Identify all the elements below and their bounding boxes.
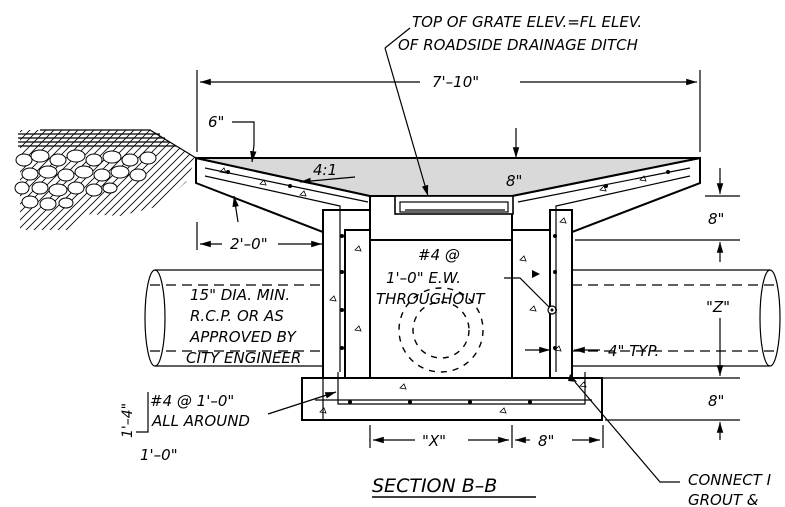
rebar-note-3: THROUGHOUT xyxy=(376,290,486,308)
one-four-label: 1'–4" xyxy=(120,403,136,438)
pipe xyxy=(144,269,781,373)
rebar-note-2: 1'–0" E.W. xyxy=(386,269,461,287)
soil-embankment xyxy=(14,129,197,230)
two-ft-label: 2'–0" xyxy=(230,235,268,253)
rebar xyxy=(204,167,691,405)
section-title: SECTION B–B xyxy=(372,475,497,497)
grate xyxy=(394,195,514,215)
six-inch-leader xyxy=(232,121,257,223)
pipe-note-3: APPROVED BY xyxy=(189,328,298,346)
connect-note-1: CONNECT I xyxy=(688,471,772,489)
four-typ-label: 4" TYP. xyxy=(608,342,659,360)
top-of-grate-label-2: OF ROADSIDE DRAINAGE DITCH xyxy=(398,36,638,54)
base-slab xyxy=(301,377,603,421)
top-thickness-label: 8" xyxy=(506,172,522,190)
slope-label: 4:1 xyxy=(313,161,337,179)
x-label: "X" xyxy=(422,432,446,450)
one-zero-label: 1'–0" xyxy=(140,446,178,464)
rebar-around-1: #4 @ 1'–0" xyxy=(150,392,234,410)
connect-note-2: GROUT & xyxy=(688,491,759,507)
bottom-8-label: 8" xyxy=(538,432,554,450)
pipe-note-2: R.C.P. OR AS xyxy=(190,307,284,325)
dim-right-vertical xyxy=(575,168,740,440)
top-of-grate-label-1: TOP OF GRATE ELEV.=FL ELEV. xyxy=(412,13,642,31)
z-label: "Z" xyxy=(706,298,730,316)
six-inch-label: 6" xyxy=(208,113,224,131)
pipe-note-1: 15" DIA. MIN. xyxy=(190,286,290,304)
pipe-note-4: CITY ENGINEER xyxy=(186,349,301,367)
dim-overall xyxy=(196,70,701,152)
right-top-8-label: 8" xyxy=(708,210,724,228)
rebar-note-1: #4 @ xyxy=(418,246,460,264)
grate-leader xyxy=(384,27,429,197)
inlet-chamber xyxy=(369,239,513,379)
rebar-around-2: ALL AROUND xyxy=(151,412,250,430)
right-bottom-8-label: 8" xyxy=(708,392,724,410)
overall-width-label: 7'–10" xyxy=(432,73,479,91)
